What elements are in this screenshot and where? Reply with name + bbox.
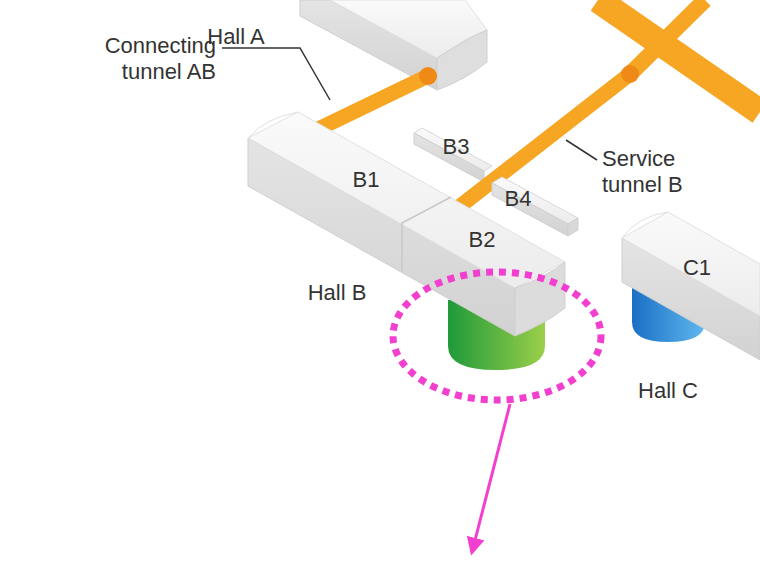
section-label: B1 [353, 167, 380, 193]
hall-section: B2 [465, 225, 500, 255]
hall-section: C1 [679, 253, 715, 283]
hall-c-block [622, 212, 760, 360]
leader-line [566, 140, 597, 160]
hall-section: B1 [349, 165, 384, 195]
tunnel-end [621, 65, 639, 83]
area-label: Connecting tunnel AB [86, 33, 216, 86]
area-label: B3 [436, 134, 476, 160]
pointer-arrow [472, 404, 510, 552]
area-label: B4 [498, 186, 538, 212]
connecting-tunnel [312, 76, 428, 132]
section-label: B2 [469, 227, 496, 253]
orange-tunnel [598, 0, 760, 112]
leader-line [222, 48, 330, 100]
tunnel-end [419, 67, 437, 85]
orange-tunnel [628, 0, 705, 76]
hall-a-block [300, 0, 487, 90]
b4-bar [492, 177, 578, 236]
highlight-circle [393, 272, 601, 400]
area-label: Hall C [623, 378, 713, 404]
area-label: Hall B [292, 280, 382, 306]
section-label: C1 [683, 255, 711, 281]
b3-bar [414, 128, 492, 182]
area-label: Service tunnel B [602, 146, 732, 199]
